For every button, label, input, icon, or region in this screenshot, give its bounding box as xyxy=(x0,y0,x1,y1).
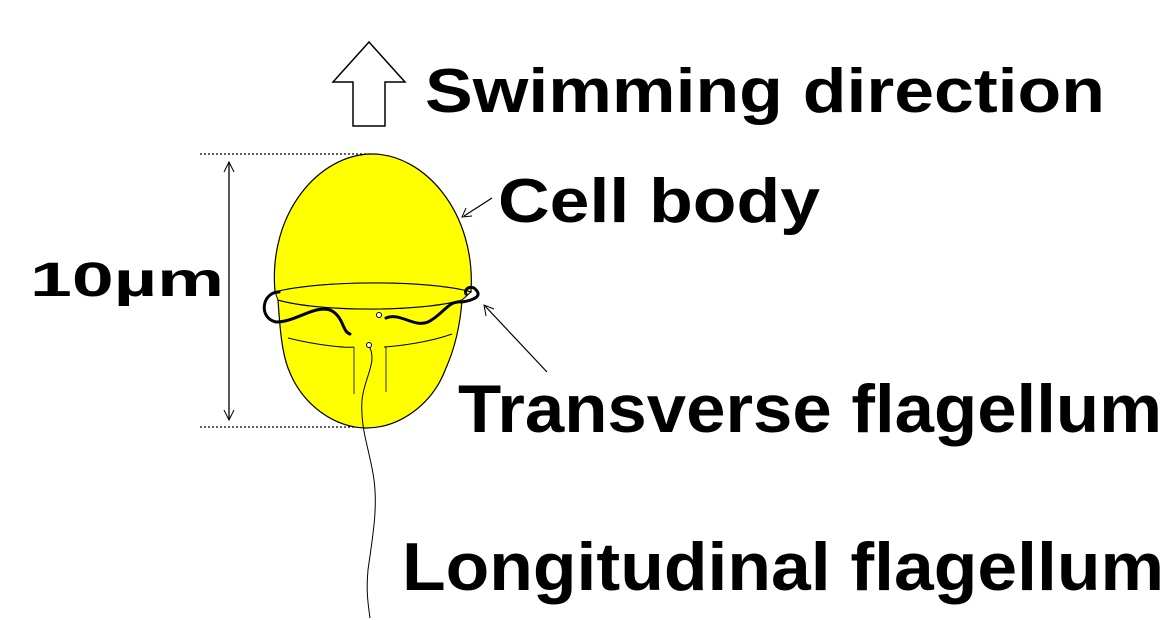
transverse-flagellum-pointer-arrow xyxy=(484,305,547,372)
scale-bar xyxy=(224,162,234,420)
hollow-up-arrow-icon xyxy=(333,42,405,126)
cell-body xyxy=(274,154,471,428)
epicone xyxy=(274,154,471,292)
swimming-direction-label: Swimming direction xyxy=(425,57,1105,126)
longitudinal-flagellum-label: Longitudinal flagellum xyxy=(402,529,1164,605)
transverse-flagellum-label: Transverse flagellum xyxy=(458,371,1162,447)
scale-label: 10µm xyxy=(30,254,224,307)
cell-body-label: Cell body xyxy=(498,167,821,236)
cell-body-pointer-arrow xyxy=(462,198,492,217)
